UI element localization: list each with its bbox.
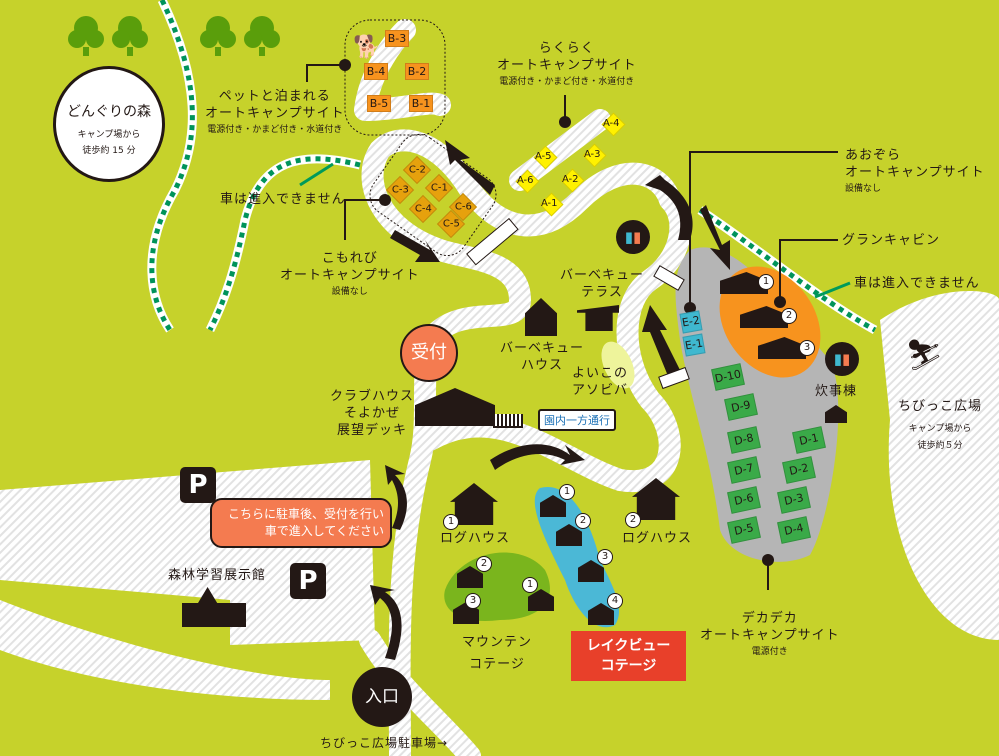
dekadeka-site-label: デカデカ オートキャンプサイト 電源付き <box>700 610 840 661</box>
restroom-icon: ▮▮ <box>825 342 859 376</box>
log-house-number: 1 <box>443 514 459 530</box>
chibikko-parking-link[interactable]: ちびっこ広場駐車場→ <box>320 736 449 750</box>
forest-line1: キャンプ場から <box>77 130 141 140</box>
cottage-number: 3 <box>465 593 481 609</box>
cabin-icon[interactable] <box>740 306 788 328</box>
cottage-icon[interactable] <box>528 589 554 611</box>
tree-icon <box>244 15 280 57</box>
site-B-1[interactable]: B-1 <box>409 95 433 112</box>
chibikko-label: ちびっこ広場 キャンプ場から 徒歩約５分 <box>898 398 982 455</box>
log-house-label-1: ログハウス <box>440 531 511 546</box>
cottage-icon[interactable] <box>556 524 582 546</box>
dog-icon: 🐕 <box>353 35 381 60</box>
one-way-sign: 園内一方通行 <box>538 409 616 431</box>
dekadeka-sub: 電源付き <box>751 647 788 657</box>
site-B-4[interactable]: B-4 <box>364 63 388 80</box>
dekadeka-title1: デカデカ <box>741 611 798 626</box>
bbq-terrace-label: バーベキューテラス <box>560 268 645 300</box>
cottage-number: 2 <box>476 556 492 572</box>
komorebi-title2: オートキャンプサイト <box>280 268 420 283</box>
tree-icon <box>200 15 236 57</box>
aozora-sub: 設備なし <box>845 184 882 194</box>
komorebi-sub: 設備なし <box>331 287 368 297</box>
cottage-icon[interactable] <box>578 560 604 582</box>
log-house-number: 2 <box>625 512 641 528</box>
museum-label: 森林学習展示館 <box>168 568 267 583</box>
parking-note: こちらに駐車後、受付を行い車で進入してください <box>210 498 392 548</box>
chibikko-title: ちびっこ広場 <box>898 399 983 414</box>
reception-marker[interactable]: 受付 <box>400 324 458 382</box>
raku-sub: 電源付き・かまど付き・水道付き <box>499 77 635 87</box>
site-B-2[interactable]: B-2 <box>405 63 429 80</box>
clubhouse-label: クラブハウスそよかぜ展望デッキ <box>330 389 415 438</box>
komorebi-title1: こもれび <box>321 251 378 266</box>
aozora-title1: あおぞら <box>845 148 902 163</box>
site-B-3[interactable]: B-3 <box>385 30 409 47</box>
clubhouse-icon[interactable] <box>415 388 525 428</box>
cabin-icon[interactable] <box>758 337 806 359</box>
aozora-site-label: あおぞら オートキャンプサイト 設備なし <box>845 147 985 198</box>
cottage-icon[interactable] <box>540 495 566 517</box>
kitchen-label: 炊事棟 <box>815 384 858 399</box>
lakeview-label: レイクビューコテージ <box>571 631 686 681</box>
tree-icon <box>68 15 104 57</box>
restroom-icon: ▮▮ <box>616 220 650 254</box>
parking-sign: P <box>180 467 216 503</box>
pet-site-title1: ペットと泊まれる <box>218 89 331 104</box>
cabin-icon[interactable] <box>720 272 768 294</box>
chibikko-line1: キャンプ場から <box>908 424 972 434</box>
forest-title: どんぐりの森 <box>67 104 151 120</box>
cabin-number: 3 <box>799 340 815 356</box>
slide-icon: ⛷ <box>905 338 944 373</box>
cabin-number: 2 <box>781 308 797 324</box>
site-B-5[interactable]: B-5 <box>367 95 391 112</box>
glamping-label: グランキャビン <box>842 233 941 248</box>
cottage-number: 4 <box>607 593 623 609</box>
cottage-number: 1 <box>522 577 538 593</box>
cottage-number: 3 <box>597 549 613 565</box>
log-house-label-2: ログハウス <box>622 531 693 546</box>
dekadeka-title2: オートキャンプサイト <box>700 628 840 643</box>
tree-icon <box>112 15 148 57</box>
bbq-house-label: バーベキューハウス <box>500 341 585 373</box>
aozora-title2: オートキャンプサイト <box>845 165 985 180</box>
site-E-2[interactable]: E-2 <box>679 310 703 334</box>
chibikko-line2: 徒歩約５分 <box>917 441 963 451</box>
mountain-label: マウンテンコテージ <box>462 635 533 672</box>
parking-sign: P <box>290 563 326 599</box>
entrance-marker[interactable]: 入口 <box>352 667 412 727</box>
raku-title1: らくらく <box>538 41 595 56</box>
pet-site-label: ペットと泊まれる オートキャンプサイト 電源付き・かまど付き・水道付き <box>205 88 345 139</box>
kitchen-icon <box>825 405 847 423</box>
forest-line2: 徒歩約 15 分 <box>82 146 136 156</box>
cottage-number: 2 <box>575 513 591 529</box>
raku-title2: オートキャンプサイト <box>497 58 637 73</box>
cottage-icon[interactable] <box>588 603 614 625</box>
kids-play-label: よいこのアソビバ <box>572 366 629 398</box>
cabin-number: 1 <box>758 274 774 290</box>
no-entry-left-label: 車は進入できません <box>220 192 346 207</box>
raku-site-label: らくらく オートキャンプサイト 電源付き・かまど付き・水道付き <box>497 40 637 91</box>
pet-site-title2: オートキャンプサイト <box>205 106 345 121</box>
no-entry-right-label: 車は進入できません <box>854 276 980 291</box>
forest-bubble[interactable]: どんぐりの森 キャンプ場から 徒歩約 15 分 <box>53 66 165 182</box>
komorebi-site-label: こもれび オートキャンプサイト 設備なし <box>280 250 420 301</box>
pet-site-sub: 電源付き・かまど付き・水道付き <box>207 125 343 135</box>
cottage-number: 1 <box>559 484 575 500</box>
cottage-icon[interactable] <box>457 566 483 588</box>
site-E-1[interactable]: E-1 <box>682 333 706 357</box>
